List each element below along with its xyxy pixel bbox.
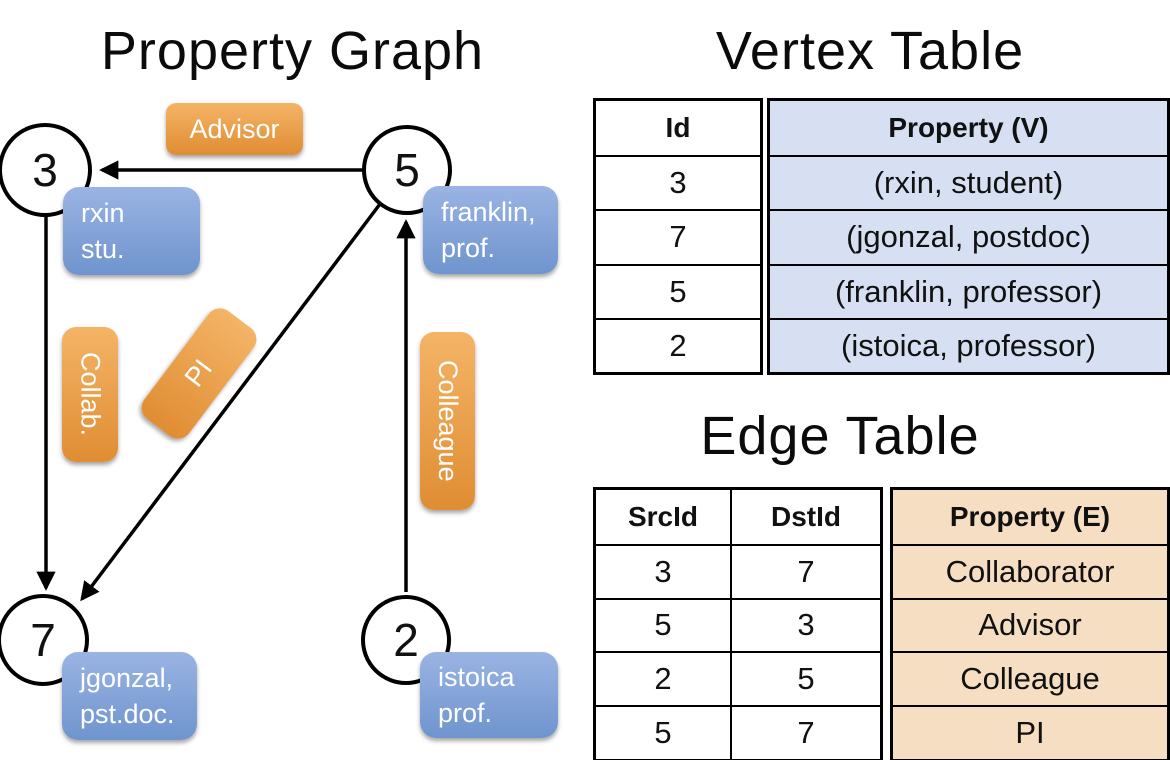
vertex-table-cell-property: (rxin, student) xyxy=(770,155,1167,210)
vertex-table-cell-id: 5 xyxy=(596,263,760,318)
edge-label-collab: Collab. xyxy=(62,327,118,462)
vertex-table-property-column: Property (V) (rxin, student) (jgonzal, p… xyxy=(767,98,1170,375)
edge-table: SrcId DstId 3 7 5 3 2 5 5 7 Property (E)… xyxy=(593,487,1170,760)
edge-table-title: Edge Table xyxy=(700,406,980,466)
vertex-table-header-property: Property (V) xyxy=(770,101,1167,156)
edge-table-cell-srcid: 5 xyxy=(596,597,730,652)
edge-label-text: Advisor xyxy=(189,113,280,144)
edge-label-text: Colleague xyxy=(433,360,463,482)
node-id: 3 xyxy=(32,144,58,196)
vertex-table: Id 3 7 5 2 Property (V) (rxin, student) … xyxy=(593,98,1170,375)
vertex-table-cell-property: (jgonzal, postdoc) xyxy=(770,209,1167,264)
edge-table-cell-property: Collaborator xyxy=(893,543,1167,598)
property-graph-title: Property Graph xyxy=(100,21,485,81)
edge-table-header-srcid: SrcId xyxy=(627,500,699,532)
vertex-label-text: istoica prof. xyxy=(438,662,515,728)
edge-table-cell-dstid: 5 xyxy=(730,651,880,706)
edge-label-colleague: Colleague xyxy=(420,332,475,510)
vertex-table-id-column: Id 3 7 5 2 xyxy=(593,98,763,375)
vertex-table-cell-id: 2 xyxy=(596,317,760,372)
edge-table-cell-property: Colleague xyxy=(893,651,1167,706)
edge-table-cell-property: PI xyxy=(893,705,1167,759)
edge-table-header-dstid: DstId xyxy=(730,490,880,544)
edge-table-cell-dstid: 7 xyxy=(730,543,880,598)
vertex-label-5: franklin, prof. xyxy=(423,186,558,274)
vertex-table-header-id: Id xyxy=(665,112,691,144)
vertex-label-2: istoica prof. xyxy=(420,652,558,738)
vertex-label-text: rxin stu. xyxy=(81,198,125,264)
vertex-table-cell-property: (franklin, professor) xyxy=(770,263,1167,318)
edge-label-text: Collab. xyxy=(75,352,106,437)
edge-table-cell-srcid: 3 xyxy=(596,543,730,598)
vertex-table-cell-id: 3 xyxy=(596,155,760,209)
graph-edges xyxy=(36,160,416,602)
edge-table-cell-dstid: 3 xyxy=(730,597,880,652)
vertex-label-text: franklin, prof. xyxy=(441,197,536,263)
graph-node-5: 5 xyxy=(362,125,452,215)
edge-table-cell-dstid: 7 xyxy=(730,705,880,759)
node-id: 2 xyxy=(393,614,419,666)
edge-label-text: PI xyxy=(178,353,219,393)
edge-table-cell-srcid: 5 xyxy=(596,705,730,759)
graph-node-2: 2 xyxy=(361,595,451,685)
edge-table-header-property: Property (E) xyxy=(893,490,1167,544)
edge-table-cell-srcid: 2 xyxy=(596,651,730,705)
edge-table-cell-property: Advisor xyxy=(893,597,1167,652)
vertex-label-3: rxin stu. xyxy=(63,187,200,275)
vertex-label-7: jgonzal, pst.doc. xyxy=(62,652,197,740)
vertex-table-title: Vertex Table xyxy=(715,21,1025,81)
edge-table-id-columns: SrcId DstId 3 7 5 3 2 5 5 7 xyxy=(593,487,883,760)
vertex-table-cell-property: (istoica, professor) xyxy=(770,317,1167,372)
vertex-table-cell-id: 7 xyxy=(596,209,760,263)
node-id: 5 xyxy=(394,144,420,196)
node-id: 7 xyxy=(30,614,56,666)
edge-5-to-7 xyxy=(80,202,382,602)
edge-table-property-column: Property (E) Collaborator Advisor Collea… xyxy=(890,487,1170,760)
vertex-label-text: jgonzal, pst.doc. xyxy=(80,663,175,729)
edge-label-advisor: Advisor xyxy=(166,103,303,155)
